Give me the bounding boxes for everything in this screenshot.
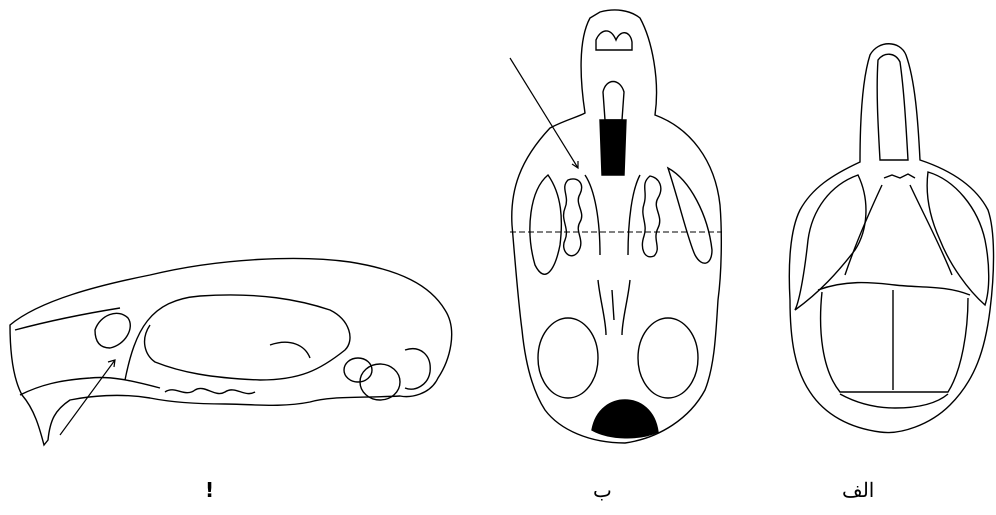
ventral-left-zygomatic xyxy=(530,175,561,274)
skull-ventral-view xyxy=(510,10,722,443)
ventral-left-molars xyxy=(564,179,582,256)
ventral-diastema xyxy=(603,82,624,121)
lateral-temporal-line xyxy=(270,342,310,358)
label-ventral-view: ب xyxy=(593,478,612,502)
ventral-palate-dark xyxy=(600,120,626,175)
lateral-skull-outline xyxy=(10,258,452,445)
lateral-zygomatic-arch xyxy=(125,295,350,380)
dorsal-nasal-bones xyxy=(877,54,908,160)
lateral-auditory-bulla xyxy=(360,364,400,400)
ventral-right-bulla xyxy=(638,318,698,398)
ventral-basisphenoid xyxy=(598,280,630,335)
dorsal-interparietal xyxy=(840,394,948,408)
lateral-teeth-row xyxy=(165,388,255,393)
dorsal-parietal-box xyxy=(821,292,968,392)
label-dorsal-view: الف xyxy=(842,478,874,502)
lateral-lower-edge xyxy=(20,377,160,395)
lateral-ear-opening xyxy=(344,358,372,382)
ventral-incisors xyxy=(596,31,632,50)
skull-lateral-view xyxy=(10,258,452,445)
lateral-orbit xyxy=(95,313,130,348)
ventral-pointer-arrow xyxy=(510,58,578,168)
ventral-left-bulla xyxy=(538,318,598,398)
ventral-right-zygomatic xyxy=(668,168,712,263)
dorsal-left-zygomatic xyxy=(795,175,866,310)
skull-dorsal-view xyxy=(789,44,993,433)
ventral-palate-line xyxy=(585,175,640,255)
ventral-foramen-magnum xyxy=(592,400,658,438)
dorsal-nasal-suture xyxy=(884,174,915,178)
lateral-occipital xyxy=(405,349,430,389)
lateral-pointer-arrow xyxy=(60,360,115,435)
label-lateral-view: ! xyxy=(205,478,214,502)
dorsal-frontal-right xyxy=(910,185,952,275)
dorsal-frontoparietal-suture xyxy=(818,283,970,295)
ventral-right-molars xyxy=(642,176,660,257)
ventral-skull-outline xyxy=(512,10,722,443)
dorsal-skull-outline xyxy=(789,44,993,433)
